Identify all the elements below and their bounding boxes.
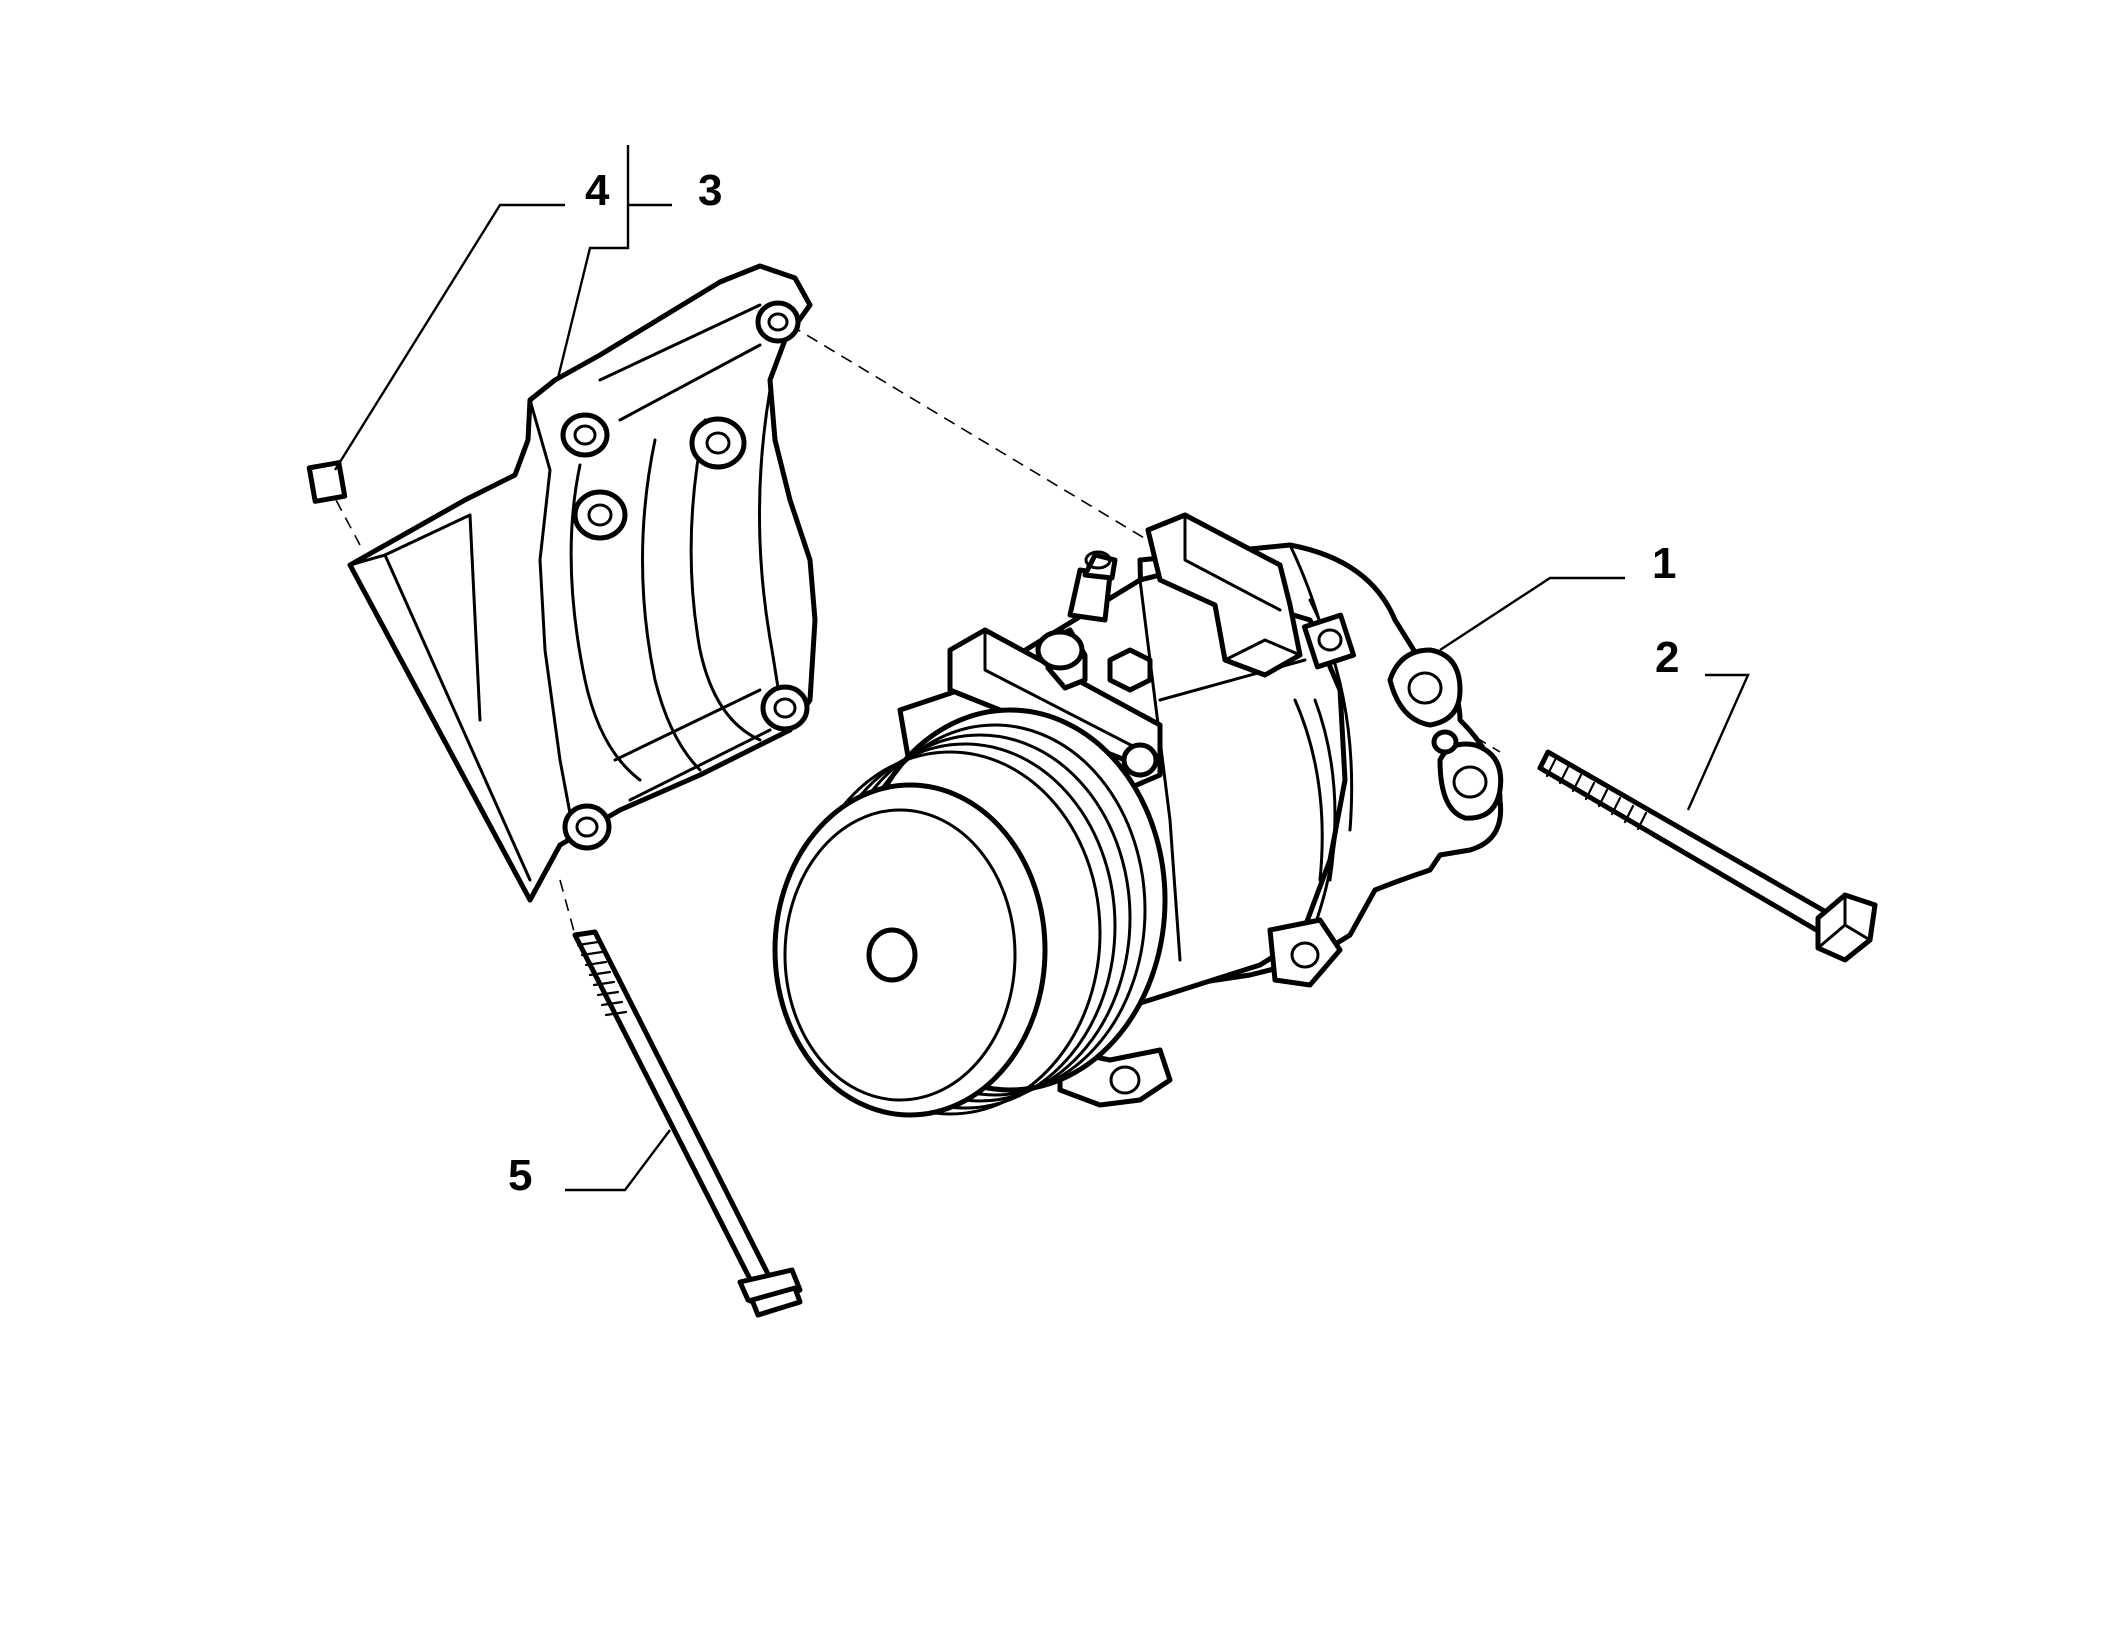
callouts: 1 2 3 4 5 <box>508 166 1679 1200</box>
bushing <box>306 460 348 504</box>
mounting-bracket <box>347 263 818 903</box>
bolt-lower <box>572 929 803 1318</box>
callout-2: 2 <box>1655 633 1679 682</box>
callout-3: 3 <box>698 166 722 215</box>
callout-1: 1 <box>1652 539 1676 588</box>
bolt-right <box>1537 749 1878 963</box>
callout-4: 4 <box>585 166 610 215</box>
ac-compressor <box>772 512 1504 1118</box>
leader-lines <box>333 145 1750 1192</box>
callout-5: 5 <box>508 1151 532 1200</box>
